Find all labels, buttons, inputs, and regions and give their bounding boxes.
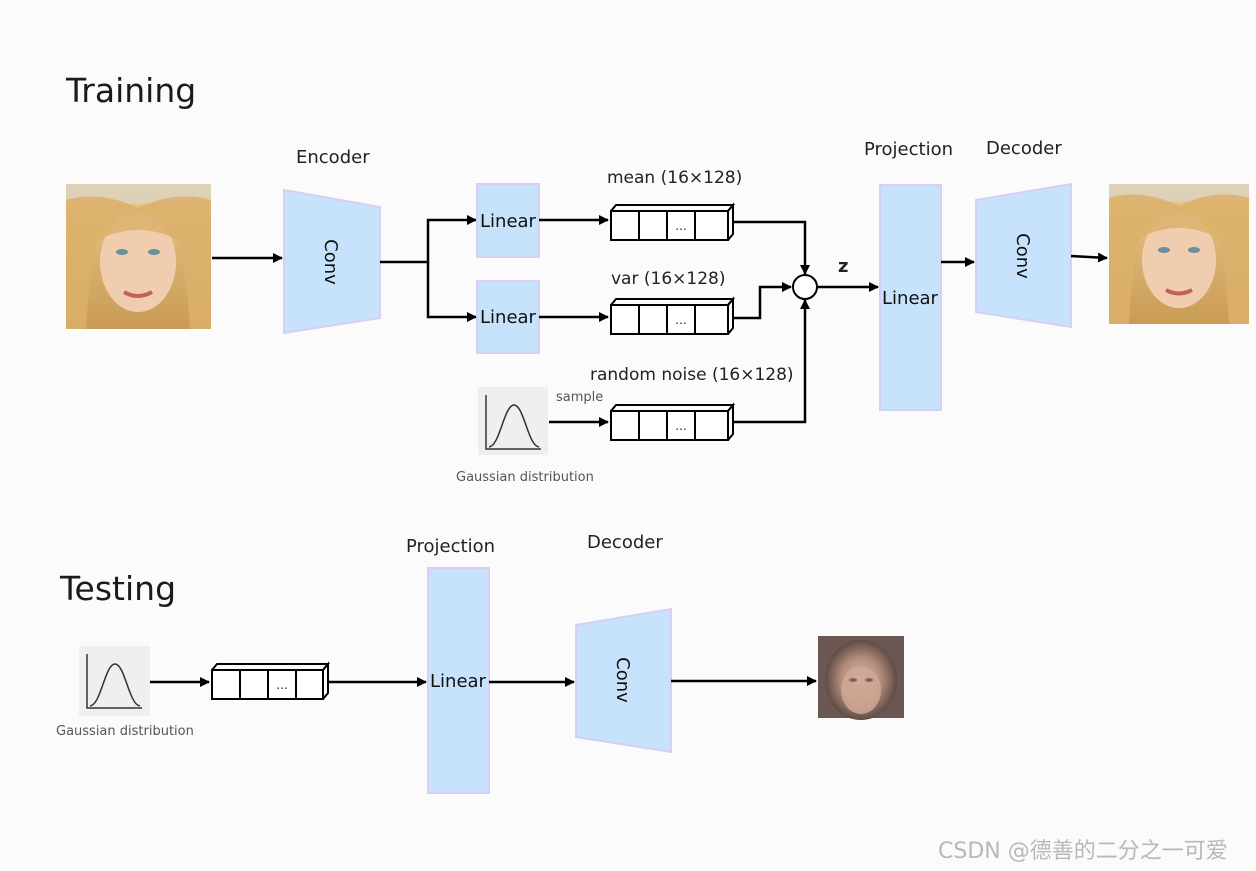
svg-text:...: ...: [675, 419, 686, 433]
output-face-image: [1109, 184, 1249, 324]
combine-node: [792, 274, 818, 300]
projection-linear-text: Linear: [882, 288, 939, 309]
decoder-conv-block-testing: [575, 607, 672, 754]
svg-text:...: ...: [276, 678, 287, 692]
var-label: var (16×128): [611, 269, 725, 289]
svg-text:...: ...: [675, 219, 686, 233]
decoder-conv-text: Conv: [1012, 233, 1033, 279]
encoder-conv-text: Conv: [320, 239, 341, 285]
decoder-conv-text-testing: Conv: [612, 657, 633, 703]
encoder-conv-block: [283, 188, 381, 335]
gaussian-distribution-icon: [478, 387, 548, 455]
linear-var-text: Linear: [480, 307, 537, 328]
mean-label: mean (16×128): [607, 168, 742, 188]
watermark: CSDN @德善的二分之一可爱: [938, 839, 1228, 864]
encoder-label: Encoder: [296, 147, 370, 168]
var-vector: ...: [610, 296, 736, 335]
linear-var-block: [476, 280, 540, 354]
linear-mean-text: Linear: [480, 211, 537, 232]
projection-linear-block: [879, 184, 942, 411]
z-label: z: [838, 256, 848, 277]
gaussian-label: Gaussian distribution: [456, 470, 594, 485]
svg-text:...: ...: [675, 313, 686, 327]
projection-label-testing: Projection: [406, 536, 495, 557]
input-face-image: [66, 184, 211, 329]
mean-vector: ...: [610, 202, 736, 241]
testing-title: Testing: [59, 569, 176, 608]
sample-label: sample: [556, 390, 603, 405]
gaussian-label-testing: Gaussian distribution: [56, 724, 194, 739]
noise-label: random noise (16×128): [590, 365, 794, 385]
decoder-label-testing: Decoder: [587, 532, 663, 553]
training-title: Training: [65, 71, 196, 110]
decoder-conv-block: [975, 182, 1072, 329]
projection-label: Projection: [864, 139, 953, 160]
decoder-label: Decoder: [986, 138, 1062, 159]
generated-face-image: [818, 636, 904, 720]
noise-vector: ...: [610, 402, 736, 441]
latent-vector-testing: ...: [211, 661, 331, 700]
gaussian-distribution-icon-testing: [79, 646, 150, 716]
projection-linear-text-testing: Linear: [430, 671, 487, 692]
projection-linear-block-testing: [427, 567, 490, 794]
